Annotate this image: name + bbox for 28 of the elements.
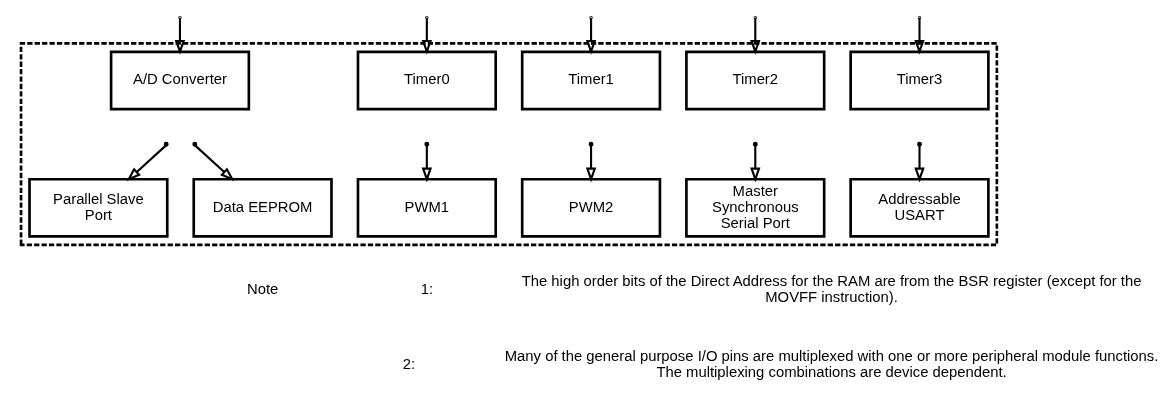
arrow	[126, 144, 167, 182]
node-box: Addressable USART	[849, 177, 990, 238]
arrow	[750, 145, 761, 183]
node-box: Timer3	[849, 50, 990, 111]
node-box: Timer0	[356, 50, 498, 111]
node-box: Timer1	[520, 50, 662, 111]
arrow	[750, 18, 761, 55]
arrow	[914, 18, 925, 55]
node-box: Data EEPROM	[192, 177, 333, 238]
arrow	[174, 18, 186, 55]
node-box: A/D Converter	[109, 50, 251, 111]
node-box: Parallel Slave Port	[28, 177, 169, 238]
label: Note	[246, 281, 279, 298]
arrow	[585, 18, 597, 55]
label: 1:	[420, 281, 434, 298]
cluster	[19, 42, 999, 247]
node-box: PWM1	[356, 177, 498, 238]
arrow	[421, 145, 433, 183]
arrow	[421, 18, 433, 55]
arrow	[585, 145, 597, 183]
arrow	[914, 145, 925, 183]
label: Many of the general purpose I/O pins are multiplexed with one or more peripheral module functions. The multiplexing combinations are device dependent.	[504, 347, 1159, 380]
label: 2:	[402, 355, 416, 372]
label: The high order bits of the Direct Address for the RAM are from the BSR register (except for the MOVFF instruction).	[521, 273, 1142, 306]
node-box: PWM2	[520, 177, 662, 238]
arrow	[194, 144, 235, 182]
node-box: Timer2	[685, 50, 826, 111]
node-box: Master Synchronous Serial Port	[685, 177, 826, 238]
